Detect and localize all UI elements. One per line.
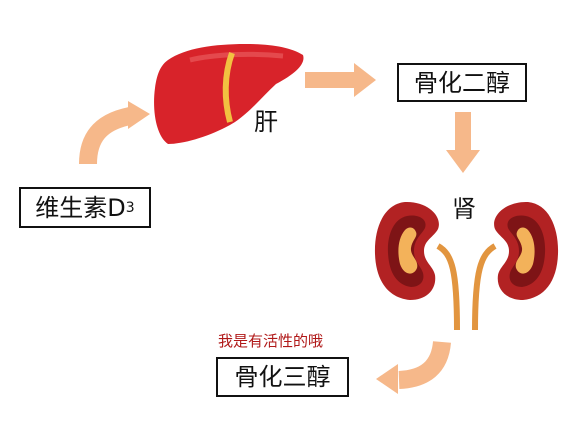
liver-illustration [154, 44, 304, 144]
liver-label: 肝 [254, 108, 278, 136]
vitamin-d3-text: 维生素D [35, 193, 126, 222]
active-note: 我是有活性的哦 [218, 332, 324, 350]
kidney-illustration [374, 201, 559, 331]
arrow-calcifediol-to-kidney [446, 112, 480, 173]
calcifediol-label: 骨化二醇 [397, 63, 527, 102]
arrow-liver-to-calcifediol [305, 63, 376, 97]
vitamin-d3-subscript: 3 [125, 199, 135, 216]
arrow-kidney-to-calcitriol [376, 340, 451, 394]
arrow-vitamin-to-liver [79, 101, 150, 165]
calcitriol-label: 骨化三醇 [216, 357, 349, 397]
kidney-label: 肾 [452, 195, 476, 223]
